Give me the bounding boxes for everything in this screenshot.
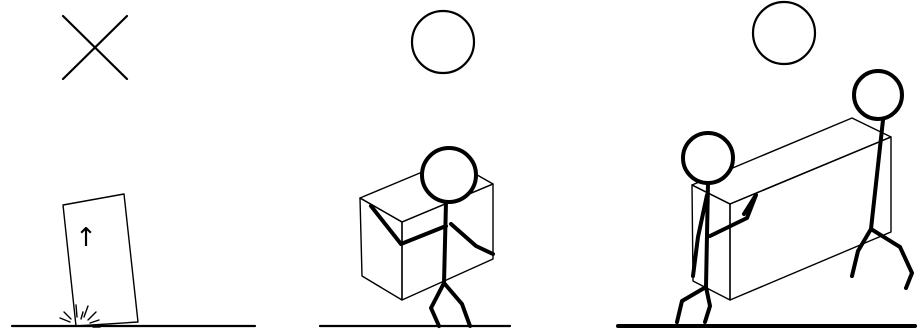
this-side-up-arrow: ↑ (75, 223, 97, 253)
panel-incorrect: ↑ (12, 16, 255, 327)
stick-figure-back-person (852, 71, 912, 288)
circle-mark-icon (412, 11, 474, 73)
panel-correct-team (618, 2, 915, 326)
cross-mark-icon (63, 16, 127, 79)
circle-mark-icon (753, 2, 815, 64)
stick-figure-person (371, 148, 493, 326)
impact-spark-icon (57, 305, 100, 327)
tilted-box: ↑ (63, 194, 138, 326)
panel-correct-single (320, 11, 510, 326)
